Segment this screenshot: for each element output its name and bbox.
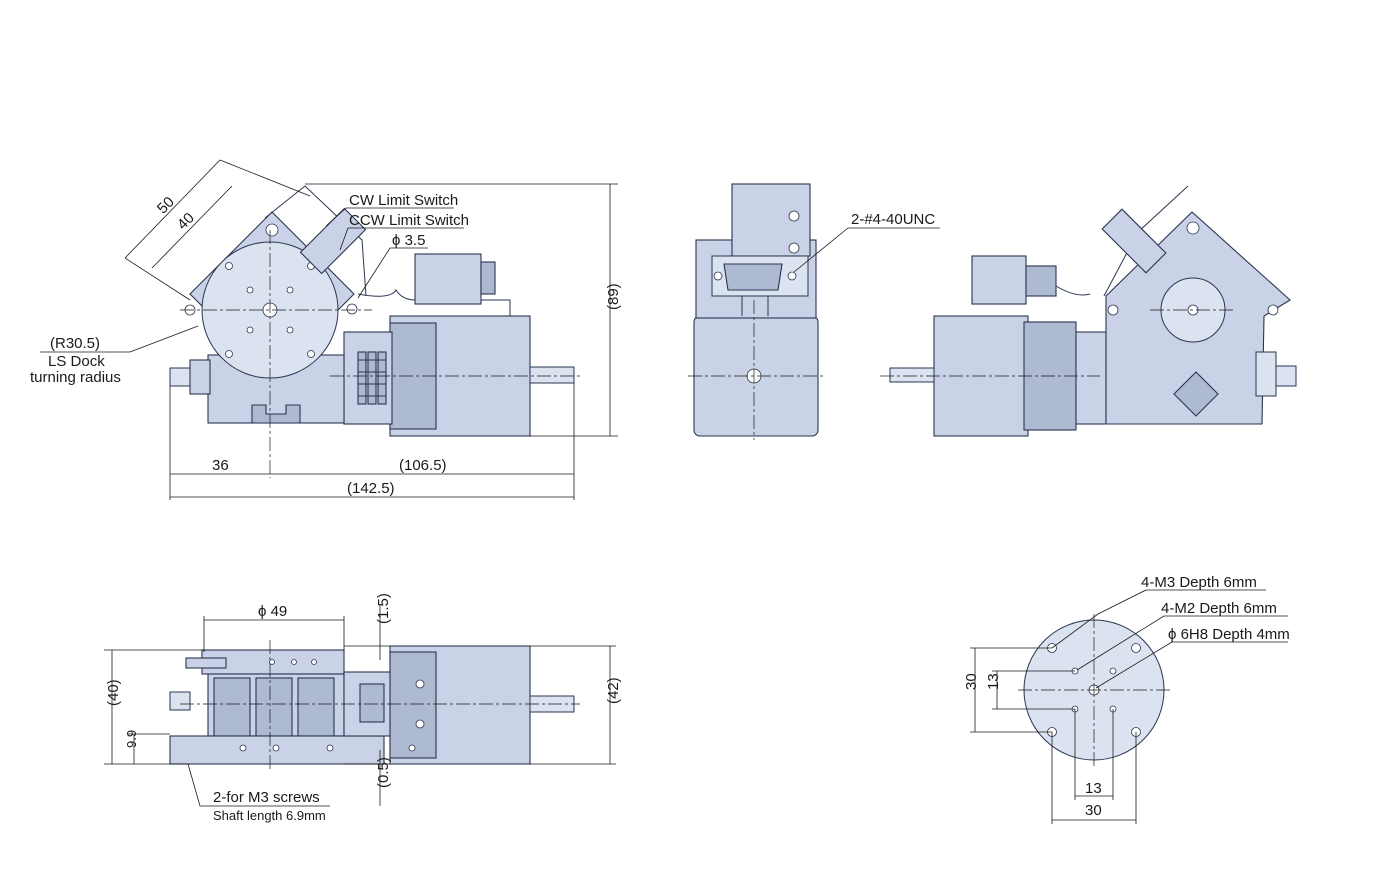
limit-switch-block — [299, 207, 367, 275]
m3-depth-label: 4-M3 Depth 6mm — [1141, 574, 1257, 591]
unc-label: 2-#4-40UNC — [851, 211, 935, 228]
end-view: 2-#4-40UNC — [688, 183, 940, 440]
sensor-box — [414, 253, 482, 305]
dim-36-label: 36 — [212, 457, 229, 474]
ls-dock-label: LS Dock — [48, 353, 105, 370]
r30-5-label: (R30.5) — [50, 335, 100, 352]
sv-flange — [389, 651, 437, 759]
m2-depth-label: 4-M2 Depth 6mm — [1161, 600, 1277, 617]
sensor-lead — [481, 299, 511, 316]
v30-label: 30 — [963, 673, 980, 690]
phi49-label: ϕ 49 — [258, 603, 287, 620]
h30-label: 30 — [1085, 802, 1102, 819]
phi-3-5-label: ϕ 3.5 — [392, 232, 425, 249]
dim-40-label: 40 — [174, 209, 198, 233]
right-view — [880, 185, 1297, 437]
v13-label: 13 — [985, 673, 1002, 690]
rv-sensor-connector — [1025, 265, 1057, 297]
sensor-cable — [357, 289, 417, 301]
motor-shaft — [529, 366, 575, 384]
rv-limit-switch — [1101, 208, 1167, 274]
sensor-connector — [480, 261, 496, 295]
rv-coupling — [1075, 331, 1107, 425]
dim-89-label: (89) — [605, 283, 622, 310]
dim-40-side-label: (40) — [105, 679, 122, 706]
sv-switch — [185, 657, 227, 669]
dim-1-5-label: (1.5) — [375, 593, 392, 624]
dim-42-label: (42) — [605, 677, 622, 704]
shaft-length-label: Shaft length 6.9mm — [213, 808, 326, 823]
rv-diamond-mark — [1173, 371, 1219, 417]
rv-shaft — [889, 367, 935, 383]
dim-9-9-label: 9.9 — [124, 730, 139, 748]
base-slot — [251, 404, 301, 424]
coupling-ribs — [357, 351, 387, 405]
knob-holder — [189, 359, 211, 395]
h13-label: 13 — [1085, 780, 1102, 797]
turning-radius-label: turning radius — [30, 369, 121, 386]
rv-side-knob — [1255, 351, 1277, 397]
dim-50-label: 50 — [154, 193, 178, 217]
knob-left — [169, 367, 191, 387]
ccw-limit-switch-label: CCW Limit Switch — [349, 212, 469, 229]
dim-142-5-label: (142.5) — [347, 480, 395, 497]
dsub-connector — [723, 263, 783, 291]
top-view: 50 40 CW Limit Switch CCW Limit Switch ϕ… — [30, 159, 622, 500]
plate-hole-top — [265, 223, 279, 237]
rv-sensor-box — [971, 255, 1027, 305]
dim-0-5-label: (0.5) — [375, 757, 392, 788]
table-view: 4-M3 Depth 6mm 4-M2 Depth 6mm ϕ 6H8 Dept… — [963, 574, 1290, 824]
dim-106-5-label: (106.5) — [399, 457, 447, 474]
cw-limit-switch-label: CW Limit Switch — [349, 192, 458, 209]
side-view: ϕ 49 (1.5) (40) (42) 9.9 (0.5) 2-for M3 … — [104, 593, 622, 823]
switch-bracket — [264, 185, 367, 297]
plate-hole-right — [346, 303, 358, 315]
m3-screws-label: 2-for M3 screws — [213, 789, 320, 806]
rv-cable — [1055, 285, 1091, 296]
sv-knob — [169, 691, 191, 711]
phi6h8-label: ϕ 6H8 Depth 4mm — [1168, 626, 1290, 643]
rv-knob-end — [1275, 365, 1297, 387]
